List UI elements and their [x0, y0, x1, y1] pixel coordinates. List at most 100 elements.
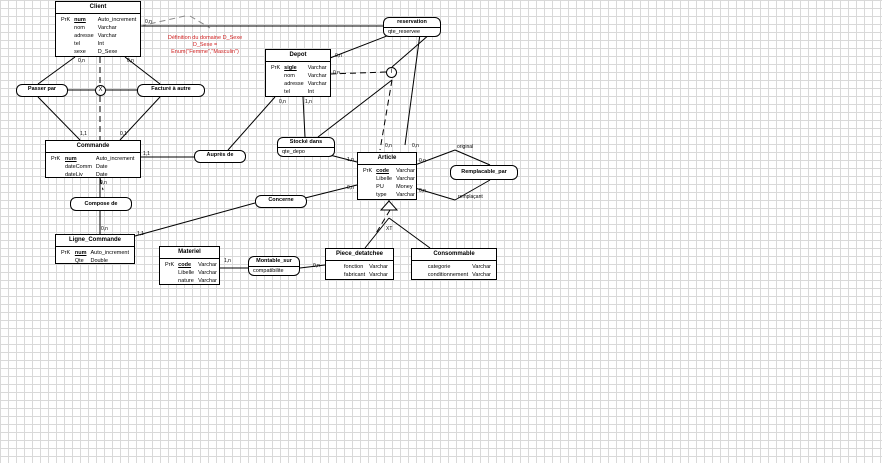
attr-pk: [59, 257, 73, 265]
attr-pk: [49, 163, 63, 171]
line-i-stocke: [317, 79, 393, 138]
attr-pk: PrK: [363, 168, 373, 174]
assoc-concerne[interactable]: Concerne: [255, 195, 307, 208]
dash-note-mid: [189, 15, 211, 29]
attr-type: Varchar: [307, 65, 327, 71]
entity-title: Ligne_Commande: [56, 235, 134, 247]
line-reservation-depot: [329, 33, 393, 59]
card-commande-passer: 1,1: [80, 131, 87, 137]
entity-title: Article: [358, 153, 416, 165]
attr-name: nature: [178, 278, 194, 284]
assoc-attr: qte_depo: [278, 147, 334, 156]
assoc-compose-de[interactable]: Compose de: [70, 197, 132, 211]
attr-pk: PrK: [61, 250, 71, 256]
assoc-aupres-de[interactable]: Auprès de: [194, 150, 246, 163]
note-line: Enum("Femme","Masculin"): [171, 49, 239, 55]
attr-type: Date: [95, 172, 108, 178]
attr-type: Date: [95, 164, 108, 170]
attr-name: tel: [74, 41, 80, 47]
attr-pk: [361, 191, 374, 199]
attr-name: sigle: [284, 65, 297, 71]
attr-name: num: [65, 156, 77, 162]
assoc-title: Compose de: [84, 201, 118, 207]
assoc-title: reservation: [397, 19, 427, 25]
attr-type: Varchar: [472, 264, 491, 270]
attr-type: Int: [307, 89, 314, 95]
attr-type: Varchar: [472, 272, 491, 278]
assoc-reservation[interactable]: reservation qte_reservee: [383, 17, 441, 37]
entity-title: Materiel: [160, 247, 219, 259]
card-ligne-compose: 0,n: [101, 226, 108, 232]
attr-pk: [269, 80, 282, 88]
attr-type: Varchar: [198, 278, 217, 284]
attr-type: Varchar: [307, 81, 327, 87]
attr-type: Varchar: [97, 33, 117, 39]
attr-type: Auto_increment: [95, 156, 135, 162]
attr-pk: [329, 263, 342, 271]
attr-name: adresse: [74, 33, 94, 39]
attr-pk: PrK: [271, 65, 281, 71]
attr-pk: [415, 263, 426, 271]
attr-type: Varchar: [369, 272, 388, 278]
inclusion-constraint[interactable]: I: [386, 67, 397, 78]
assoc-title: Montable_sur: [256, 258, 292, 264]
note-line: D_Sexe =: [192, 42, 218, 48]
card-materiel-montable: 1,n: [224, 258, 231, 264]
assoc-montable-sur[interactable]: Montable_sur compatibilite: [248, 256, 300, 276]
line-article-remplacable-bot: [414, 187, 456, 201]
attr-name: Libelle: [376, 176, 393, 182]
attr-pk: [361, 175, 374, 183]
role-original: original: [457, 144, 474, 150]
card-depot-i: 0,n: [333, 70, 340, 76]
attr-pk: [269, 72, 282, 80]
line-facture-commande: [119, 96, 161, 141]
line-reservation-article: [404, 33, 421, 146]
card-article-original: 0,n: [419, 158, 426, 164]
card-depot-reservation: 0,n: [335, 53, 342, 59]
assoc-title: Concerne: [268, 197, 294, 203]
attr-name: num: [74, 17, 86, 23]
attr-pk: PrK: [61, 17, 71, 23]
attr-type: D_Sexe: [97, 49, 118, 55]
exclusion-constraint[interactable]: X: [95, 85, 106, 96]
attr-name: tel: [284, 89, 290, 95]
card-commande-compose: 0,n: [100, 180, 107, 186]
assoc-facture-a-autre[interactable]: Facturé à autre: [137, 84, 205, 97]
attr-name: fonction: [344, 264, 364, 270]
attr-type: Varchar: [369, 264, 388, 270]
assoc-remplacable-par[interactable]: Remplacable_par: [450, 165, 518, 180]
attr-pk: PrK: [165, 262, 175, 268]
card-article-reservation: 0,n: [412, 143, 419, 149]
card-ligne-concerne: 1,1: [137, 231, 144, 237]
line-ligne-concerne: [134, 202, 256, 237]
assoc-stocke-dans[interactable]: Stocké dans qte_depo: [277, 137, 335, 157]
card-article-stocke: 1,n: [347, 157, 354, 163]
domain-note: Définition du domaine D_Sexe D_Sexe = En…: [160, 35, 250, 56]
attr-pk: [59, 24, 72, 32]
line-passer-commande: [37, 96, 81, 141]
dash-commande-compose: [99, 177, 104, 191]
attr-name: conditionnement: [427, 272, 469, 278]
entity-title: Commande: [46, 141, 140, 153]
attr-name: adresse: [284, 81, 304, 87]
entity-title: Consommable: [412, 249, 496, 261]
assoc-passer-par[interactable]: Passer par: [16, 84, 68, 97]
line-concerne-article: [304, 184, 358, 199]
attr-pk: [329, 271, 342, 279]
inheritance-triangle: [379, 200, 399, 211]
assoc-attr: qte_reservee: [384, 27, 440, 36]
attr-type: Money: [396, 184, 413, 190]
assoc-title: Auprès de: [206, 152, 234, 158]
